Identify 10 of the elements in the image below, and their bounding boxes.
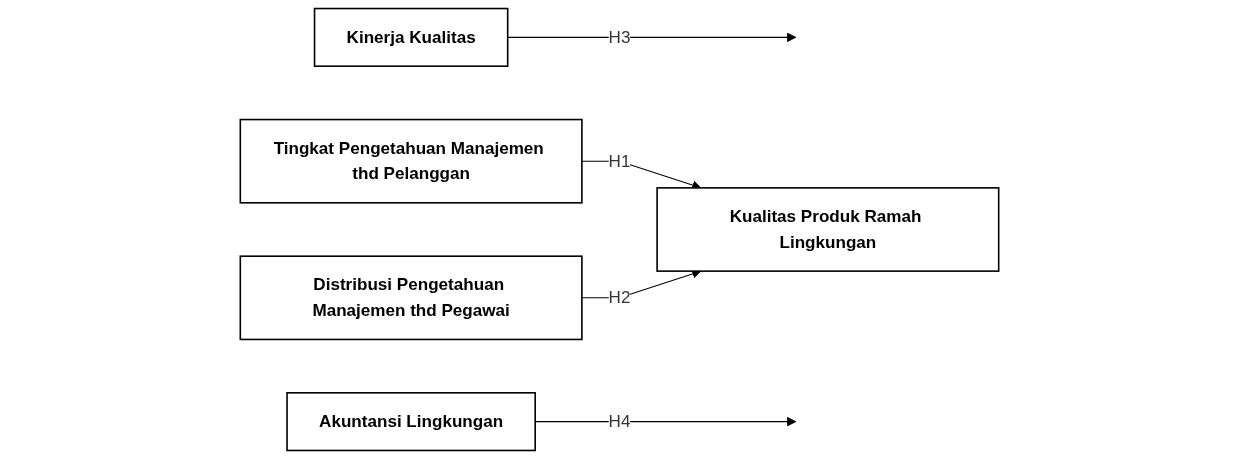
edge-label: H2: [608, 288, 631, 307]
node-box: Tingkat Pengetahuan Manajemen thd Pelanggan: [239, 118, 583, 204]
edge-label: H3: [608, 27, 631, 46]
node-box: Kualitas Produk Ramah Lingkungan: [656, 187, 1000, 272]
edge-label: H4: [608, 412, 631, 431]
node-box: Distribusi Pengetahuan Manajemen thd Pegawai: [239, 255, 583, 341]
node-box: Kinerja Kualitas: [313, 7, 509, 67]
edge-label: H1: [608, 151, 631, 170]
node-box: Akuntansi Lingkungan: [286, 392, 536, 452]
arrow: [507, 32, 797, 43]
